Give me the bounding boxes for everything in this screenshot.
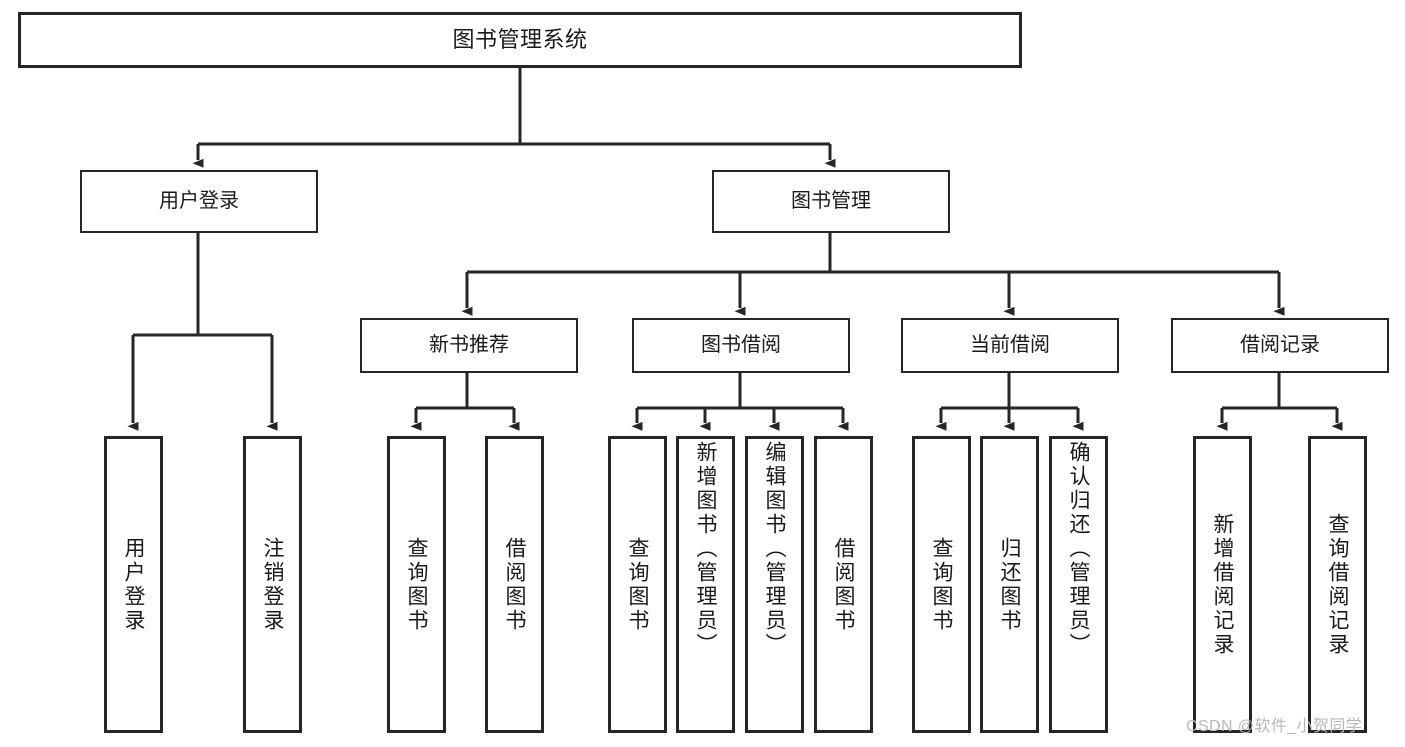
leaf-user-login-login[interactable]: 用户登录 — [104, 436, 163, 733]
leaf-book-borrow-query-book[interactable]: 查询图书 — [608, 436, 667, 733]
node-label: 注销登录 — [261, 536, 284, 633]
node-borrow-record[interactable]: 借阅记录 — [1171, 318, 1389, 373]
node-label: 图书管理系统 — [452, 27, 588, 53]
node-root-book-management-system[interactable]: 图书管理系统 — [18, 12, 1022, 68]
leaf-book-borrow-borrow-book[interactable]: 借阅图书 — [814, 436, 873, 733]
leaf-current-borrow-query-book[interactable]: 查询图书 — [912, 436, 971, 733]
node-label: 图书管理 — [791, 189, 871, 212]
node-label: 新增图书（管理员） — [694, 441, 717, 657]
node-label: 用户登录 — [122, 536, 145, 633]
node-label: 查询图书 — [405, 536, 428, 633]
node-book-management[interactable]: 图书管理 — [712, 170, 950, 233]
node-label: 图书借阅 — [701, 333, 781, 356]
leaf-borrow-record-add-record[interactable]: 新增借阅记录 — [1193, 436, 1252, 733]
leaf-user-login-logout[interactable]: 注销登录 — [243, 436, 302, 733]
leaf-new-book-query-book[interactable]: 查询图书 — [387, 436, 446, 733]
leaf-current-borrow-return-book[interactable]: 归还图书 — [980, 436, 1039, 733]
node-current-borrow[interactable]: 当前借阅 — [901, 318, 1119, 373]
node-label: 查询图书 — [626, 536, 649, 633]
csdn-watermark: CSDN @软件_小贺同学 — [1186, 718, 1363, 735]
node-label: 新书推荐 — [429, 333, 509, 356]
node-book-borrow[interactable]: 图书借阅 — [632, 318, 850, 373]
node-label: 新增借阅记录 — [1211, 512, 1234, 657]
node-label: 归还图书 — [998, 536, 1021, 633]
node-label: 确认归还（管理员） — [1067, 441, 1090, 657]
node-user-login[interactable]: 用户登录 — [80, 170, 318, 233]
node-label: 查询图书 — [930, 536, 953, 633]
node-label: 借阅记录 — [1240, 333, 1320, 356]
node-label: 当前借阅 — [970, 333, 1050, 356]
leaf-book-borrow-add-book-admin[interactable]: 新增图书（管理员） — [676, 436, 735, 733]
node-new-book-recommend[interactable]: 新书推荐 — [360, 318, 578, 373]
leaf-current-borrow-confirm-return-admin[interactable]: 确认归还（管理员） — [1049, 436, 1108, 733]
node-label: 编辑图书（管理员） — [763, 441, 786, 657]
node-label: 借阅图书 — [832, 536, 855, 633]
node-label: 查询借阅记录 — [1326, 512, 1349, 657]
node-label: 借阅图书 — [503, 536, 526, 633]
leaf-new-book-borrow-book[interactable]: 借阅图书 — [485, 436, 544, 733]
leaf-book-borrow-edit-book-admin[interactable]: 编辑图书（管理员） — [745, 436, 804, 733]
node-label: 用户登录 — [159, 189, 239, 212]
leaf-borrow-record-query-record[interactable]: 查询借阅记录 — [1308, 436, 1367, 733]
